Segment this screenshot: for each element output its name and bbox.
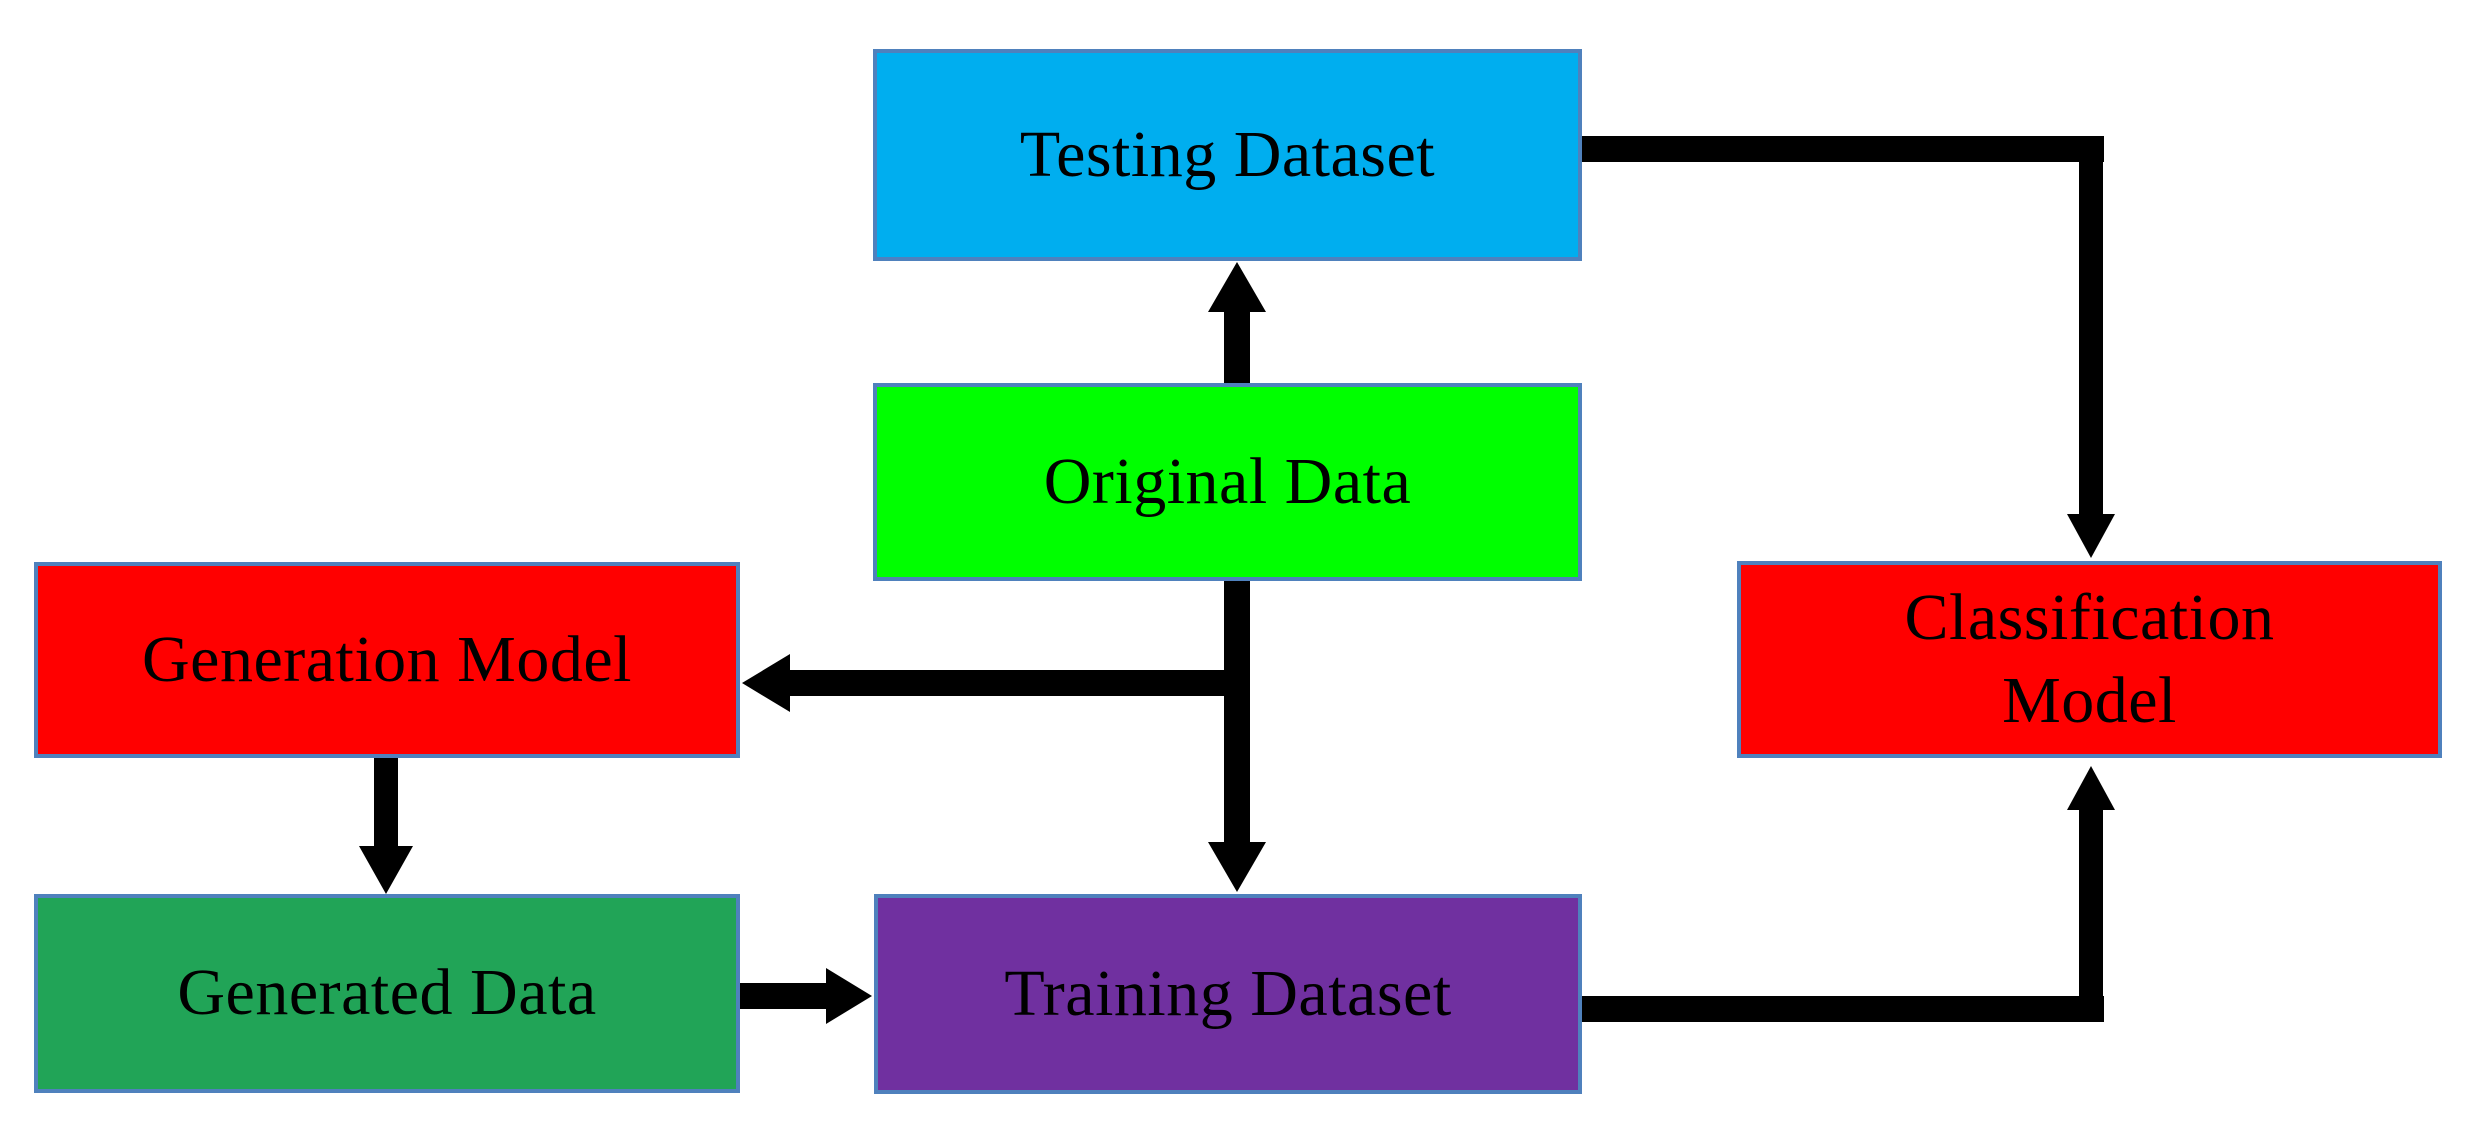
node-training-dataset-label: Training Dataset [1004, 956, 1452, 1030]
arrowhead-down-icon [359, 846, 413, 894]
node-original-data: Original Data [873, 383, 1582, 581]
arrowhead-right-icon [826, 968, 872, 1024]
arrow-generated-to-training-shaft [740, 983, 828, 1009]
arrow-testing-to-classification-hshaft [1582, 136, 2104, 162]
node-training-dataset: Training Dataset [874, 894, 1582, 1094]
arrowhead-down-icon [1208, 842, 1266, 892]
arrow-testing-to-classification-vshaft [2079, 136, 2103, 518]
node-original-data-label: Original Data [1043, 444, 1412, 518]
arrow-original-to-training-shaft [1224, 581, 1250, 846]
node-generated-data: Generated Data [34, 894, 740, 1093]
arrowhead-left-icon [742, 654, 790, 712]
arrow-generation-to-generated-shaft [374, 758, 398, 850]
node-classification-model: Classification Model [1737, 561, 2442, 758]
arrow-original-to-generation-shaft [788, 670, 1250, 696]
arrow-training-to-classification-hshaft [1582, 996, 2104, 1022]
node-testing-dataset-label: Testing Dataset [1019, 117, 1436, 191]
arrow-original-to-testing-shaft [1224, 308, 1250, 384]
node-classification-model-label: Classification Model [1904, 581, 2275, 737]
arrowhead-down-icon [2067, 514, 2115, 558]
arrowhead-up-icon [2067, 766, 2115, 810]
arrowhead-up-icon [1208, 262, 1266, 312]
node-generation-model-label: Generation Model [141, 622, 632, 696]
node-generation-model: Generation Model [34, 562, 740, 758]
node-testing-dataset: Testing Dataset [873, 49, 1582, 261]
arrow-training-to-classification-vshaft [2079, 808, 2103, 1022]
node-generated-data-label: Generated Data [177, 956, 597, 1030]
